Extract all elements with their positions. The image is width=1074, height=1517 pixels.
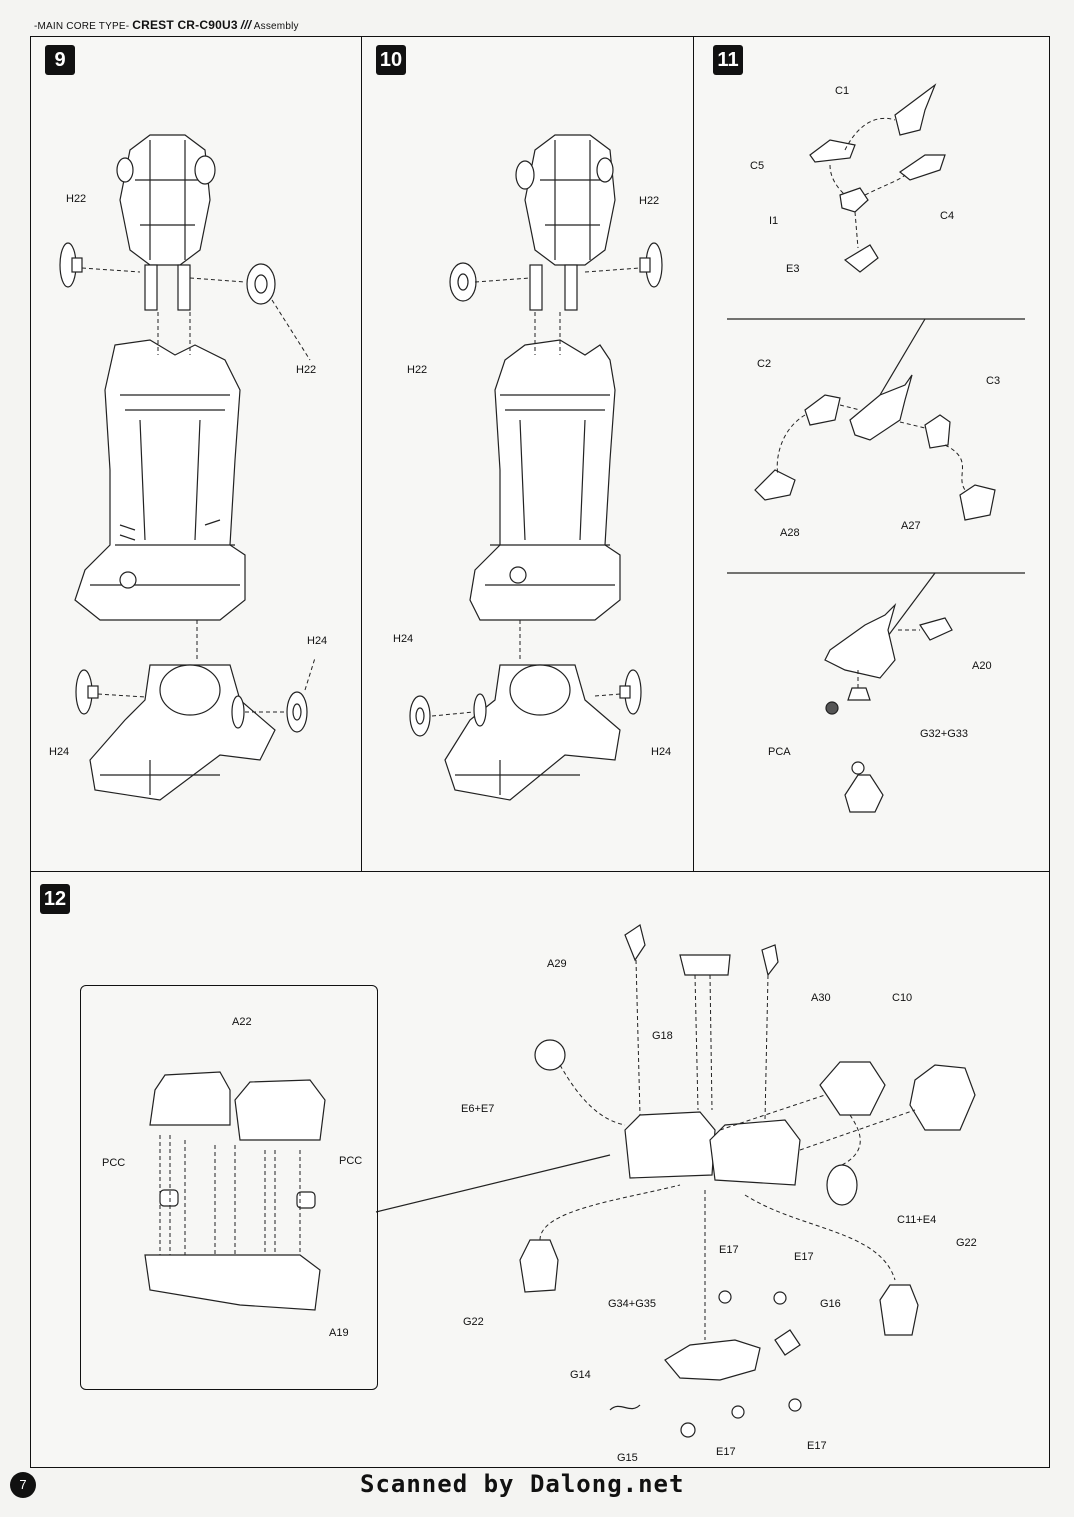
page-number: 7: [10, 1472, 36, 1498]
step12-label-g22-right: G22: [956, 1237, 977, 1249]
step12-label-e17-a: E17: [719, 1244, 739, 1256]
step12-label-e17-c: E17: [716, 1446, 736, 1458]
header-section: Assembly: [253, 21, 299, 32]
step9-head-part: [116, 134, 216, 311]
step11-parts-bottom: [824, 602, 953, 813]
step-9-badge: 9: [45, 45, 75, 75]
step12-label-a30: A30: [811, 992, 831, 1004]
step11-label-c5: C5: [750, 160, 765, 172]
step12-label-g14: G14: [570, 1369, 591, 1381]
step12-label-g18: G18: [652, 1030, 673, 1042]
step12-label-e17-d: E17: [807, 1440, 827, 1452]
step12-callout: [375, 1154, 611, 1213]
step-12-badge: 12: [40, 884, 70, 914]
step11-parts-mid: [754, 374, 996, 521]
step9-label-h24-right: H24: [307, 635, 328, 647]
step11-guides-mid: [776, 404, 966, 491]
step12-label-g16: G16: [820, 1298, 841, 1310]
step12-inset-art: [144, 1071, 326, 1311]
header-model: CREST CR-C90U3: [132, 18, 238, 32]
step11-label-e3: E3: [786, 263, 800, 275]
panel-step-11: [693, 36, 1050, 873]
step12-label-g34-g35: G34+G35: [608, 1298, 657, 1310]
step-11-badge: 11: [713, 45, 743, 75]
step10-guides: [431, 267, 641, 717]
step11-label-c4: C4: [940, 210, 955, 222]
step9-body-part: [74, 339, 246, 621]
step10-label-h22-left: H22: [407, 364, 428, 376]
step9-label-h24-left: H24: [49, 746, 70, 758]
step11-parts-top: [809, 83, 946, 273]
step11-label-c1: C1: [835, 85, 850, 97]
step10-label-h24-left: H24: [393, 633, 414, 645]
step11-label-a20: A20: [972, 660, 992, 672]
header-mark: ///: [240, 18, 252, 32]
step10-body-part: [469, 339, 621, 621]
step11-label-c3: C3: [986, 375, 1001, 387]
step10-base-part: [444, 664, 621, 801]
step9-caps: [59, 242, 308, 733]
step11-callout-2: [884, 572, 936, 641]
step-10-badge: 10: [376, 45, 406, 75]
step9-label-h22-left: H22: [66, 193, 87, 205]
scan-credit: Scanned by Dalong.net: [360, 1470, 685, 1498]
header-prefix: -MAIN CORE TYPE-: [34, 21, 130, 32]
step11-label-c2: C2: [757, 358, 772, 370]
step11-label-a27: A27: [901, 520, 921, 532]
step10-label-h24-right: H24: [651, 746, 672, 758]
step12-label-a22: A22: [232, 1016, 252, 1028]
step11-label-a28: A28: [780, 527, 800, 539]
step12-label-a19: A19: [329, 1327, 349, 1339]
step12-label-e17-b: E17: [794, 1251, 814, 1263]
step11-guides-bottom: [857, 629, 920, 688]
step12-label-a29: A29: [547, 958, 567, 970]
step10-label-h22-right: H22: [639, 195, 660, 207]
step12-guides: [539, 959, 916, 1340]
step12-label-e6-e7: E6+E7: [461, 1103, 495, 1115]
step10-head-part: [515, 134, 616, 311]
step12-inset-frame: [80, 985, 378, 1390]
step12-label-g15: G15: [617, 1452, 638, 1464]
step12-label-pcc-right: PCC: [339, 1155, 363, 1167]
step11-label-i1: I1: [769, 215, 779, 227]
step11-label-g32-g33: G32+G33: [920, 728, 969, 740]
page-header: -MAIN CORE TYPE- CREST CR-C90U3 /// Asse…: [34, 18, 299, 32]
step9-guides: [81, 267, 316, 713]
step12-label-c11-e4: C11+E4: [897, 1214, 937, 1226]
step9-base-part: [89, 664, 276, 801]
panel-step-12: [30, 871, 1050, 1468]
step9-label-h22-right: H22: [296, 364, 317, 376]
step12-label-c10: C10: [892, 992, 913, 1004]
step11-label-pca: PCA: [768, 746, 791, 758]
step11-guides-top: [829, 117, 906, 249]
step12-label-pcc-left: PCC: [102, 1157, 126, 1169]
step11-callout-1: [879, 318, 926, 396]
step12-main-art: [519, 924, 976, 1438]
step12-label-g22-left: G22: [463, 1316, 484, 1328]
